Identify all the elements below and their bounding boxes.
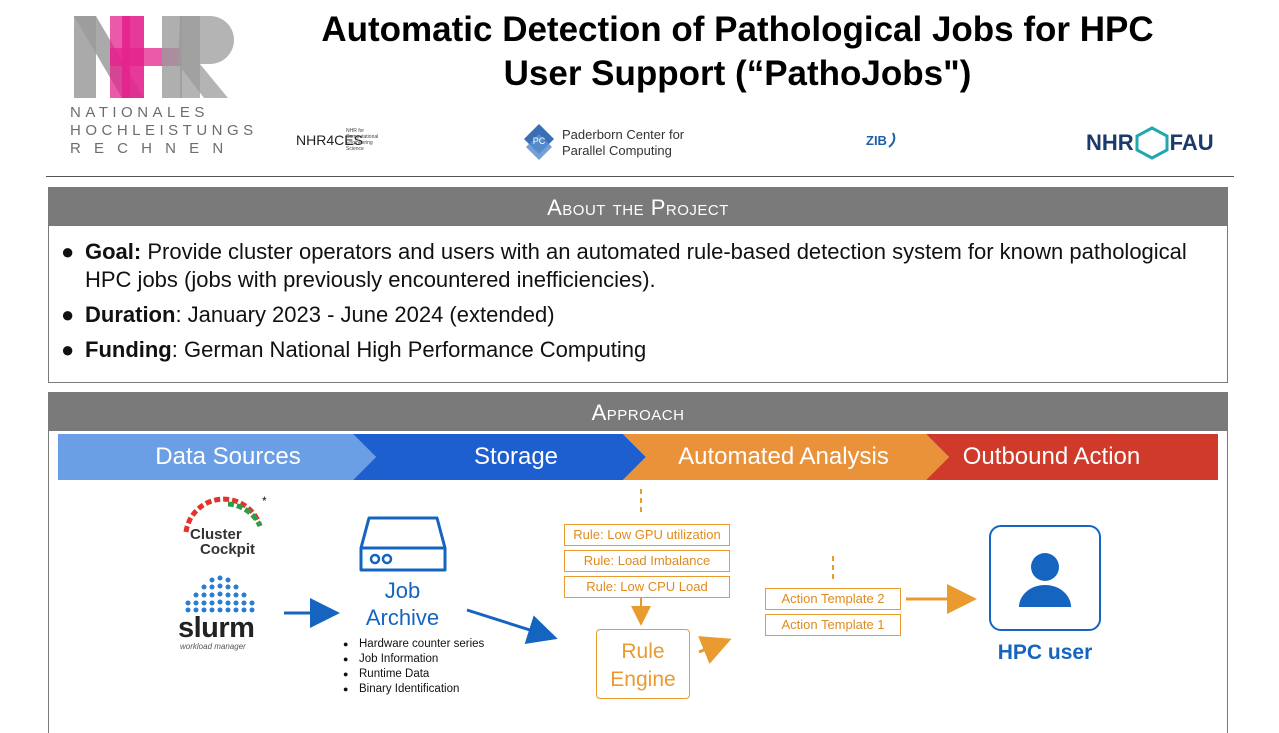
nhr-fau-left: NHR <box>1086 130 1134 155</box>
funding-label: Funding <box>85 337 172 362</box>
hpc-user-box <box>989 525 1101 631</box>
rule-low-gpu: Rule: Low GPU utilization <box>564 524 730 546</box>
funding-text: : German National High Performance Compu… <box>171 337 647 362</box>
server-drive-icon <box>359 516 447 572</box>
goal-label: Goal: <box>85 239 142 264</box>
title-line-2: User Support (“PathoJobs") <box>503 54 972 93</box>
pc2-line2: Parallel Computing <box>562 143 672 158</box>
bullet: ● <box>343 669 349 679</box>
bullet: ● <box>343 654 349 664</box>
bullet: ● <box>61 302 75 327</box>
gauge-arc-icon <box>183 496 263 533</box>
item-text: Job Information <box>359 653 439 665</box>
job-archive-line2: Archive <box>365 605 440 630</box>
zib-logo: ZIB <box>866 131 899 149</box>
nhr-logo: NATIONALES HOCHLEISTUNGS R E C H N E N <box>70 12 258 162</box>
item-text: Runtime Data <box>359 668 430 680</box>
hpc-user-label: HPC user <box>997 641 1093 664</box>
about-heading: About the Project <box>49 188 1227 226</box>
logo-text-line3: R E C H N E N <box>70 140 228 157</box>
cluster-cockpit-line2: Cockpit <box>200 541 255 558</box>
stage-chevron-data-sources <box>58 434 376 480</box>
stage-chevron-outbound-action <box>926 434 1218 480</box>
zib-text: ZIB <box>866 132 887 148</box>
slurm-subtitle: workload manager <box>180 642 246 651</box>
stage-label-data-sources: Data Sources <box>155 443 301 470</box>
pc2-icon-text: PC <box>533 136 546 146</box>
job-archive-line1: Job <box>384 578 421 603</box>
about-funding: ● Funding: German National High Performan… <box>61 336 1211 364</box>
logo-text-line1: NATIONALES <box>70 104 209 121</box>
nhr4ces-subtitle: NHR for Computational Engineering Scienc… <box>346 128 379 152</box>
cluster-cockpit-logo: Cluster Cockpit <box>183 496 263 558</box>
job-archive-label: Job Archive <box>350 577 455 631</box>
item-text: Hardware counter series <box>359 638 485 650</box>
user-icon <box>1019 553 1071 607</box>
slurm-dots-icon <box>185 575 255 613</box>
list-item: ● Binary Identification <box>343 682 484 697</box>
stage-label-storage: Storage <box>473 443 559 470</box>
rule-low-cpu: Rule: Low CPU Load <box>564 576 730 598</box>
list-item: ● Hardware counter series <box>343 637 484 652</box>
rule-engine-line1: Rule <box>621 640 665 663</box>
goal-text: Provide cluster operators and users with… <box>85 239 1187 292</box>
item-text: Binary Identification <box>359 683 460 695</box>
pc2-line1: Paderborn Center for <box>562 127 685 142</box>
about-duration: ● Duration: January 2023 - June 2024 (ext… <box>61 301 1211 329</box>
about-goal: ● Goal: Provide cluster operators and use… <box>61 238 1211 294</box>
pc2-logo: PC Paderborn Center for Parallel Computi… <box>522 122 684 164</box>
about-panel: About the Project ● Goal: Provide cluster… <box>48 187 1228 383</box>
gauge-arc-green-icon <box>227 501 263 528</box>
nhr4ces-name: NHR4CES <box>296 131 363 148</box>
zib-swoosh-icon <box>888 132 896 148</box>
slurm-name: slurm <box>178 612 255 644</box>
page-title: Automatic Detection of Pathological Jobs… <box>270 8 1205 96</box>
bullet: ● <box>61 239 75 264</box>
action-template-2: Action Template 2 <box>765 588 901 610</box>
nhr-fau-logo: NHR FAU <box>1086 126 1214 160</box>
stage-chevron-storage <box>353 434 646 480</box>
nhr-logo-mark-icon <box>74 16 234 98</box>
stage-chevron-automated-analysis <box>623 434 949 480</box>
stage-label-outbound-action: Outbound Action <box>962 443 1141 470</box>
stage-label-automated-analysis: Automated Analysis <box>678 443 889 470</box>
bullet: ● <box>61 337 75 362</box>
job-archive-contents: ● Hardware counter series ● Job Informatio… <box>343 637 484 697</box>
cluster-cockpit-line1: Cluster <box>190 526 242 543</box>
header-divider <box>46 176 1234 177</box>
pc2-diamond-icon: PC <box>524 124 554 160</box>
duration-text: : January 2023 - June 2024 (extended) <box>175 302 555 327</box>
hexagon-icon <box>1135 126 1169 160</box>
bullet: ● <box>343 684 349 694</box>
list-item: ● Job Information <box>343 652 484 667</box>
nhr-fau-right: FAU <box>1169 130 1214 155</box>
logo-text-line2: HOCHLEISTUNGS <box>70 122 258 139</box>
rule-load-imbalance: Rule: Load Imbalance <box>564 550 730 572</box>
duration-label: Duration <box>85 302 176 327</box>
stage-banner <box>58 434 1218 480</box>
about-list: ● Goal: Provide cluster operators and use… <box>61 238 1211 371</box>
asterisk: * <box>262 494 267 508</box>
nhr4ces-logo: NHR4CES NHR for Computational Engineerin… <box>296 128 386 152</box>
approach-heading: Approach <box>49 393 1227 431</box>
action-template-1: Action Template 1 <box>765 614 901 636</box>
rule-engine-line2: Engine <box>610 668 676 691</box>
bullet: ● <box>343 639 349 649</box>
rule-engine-box: Rule Engine <box>596 629 690 699</box>
list-item: ● Runtime Data <box>343 667 484 682</box>
title-line-1: Automatic Detection of Pathological Jobs… <box>321 10 1154 49</box>
